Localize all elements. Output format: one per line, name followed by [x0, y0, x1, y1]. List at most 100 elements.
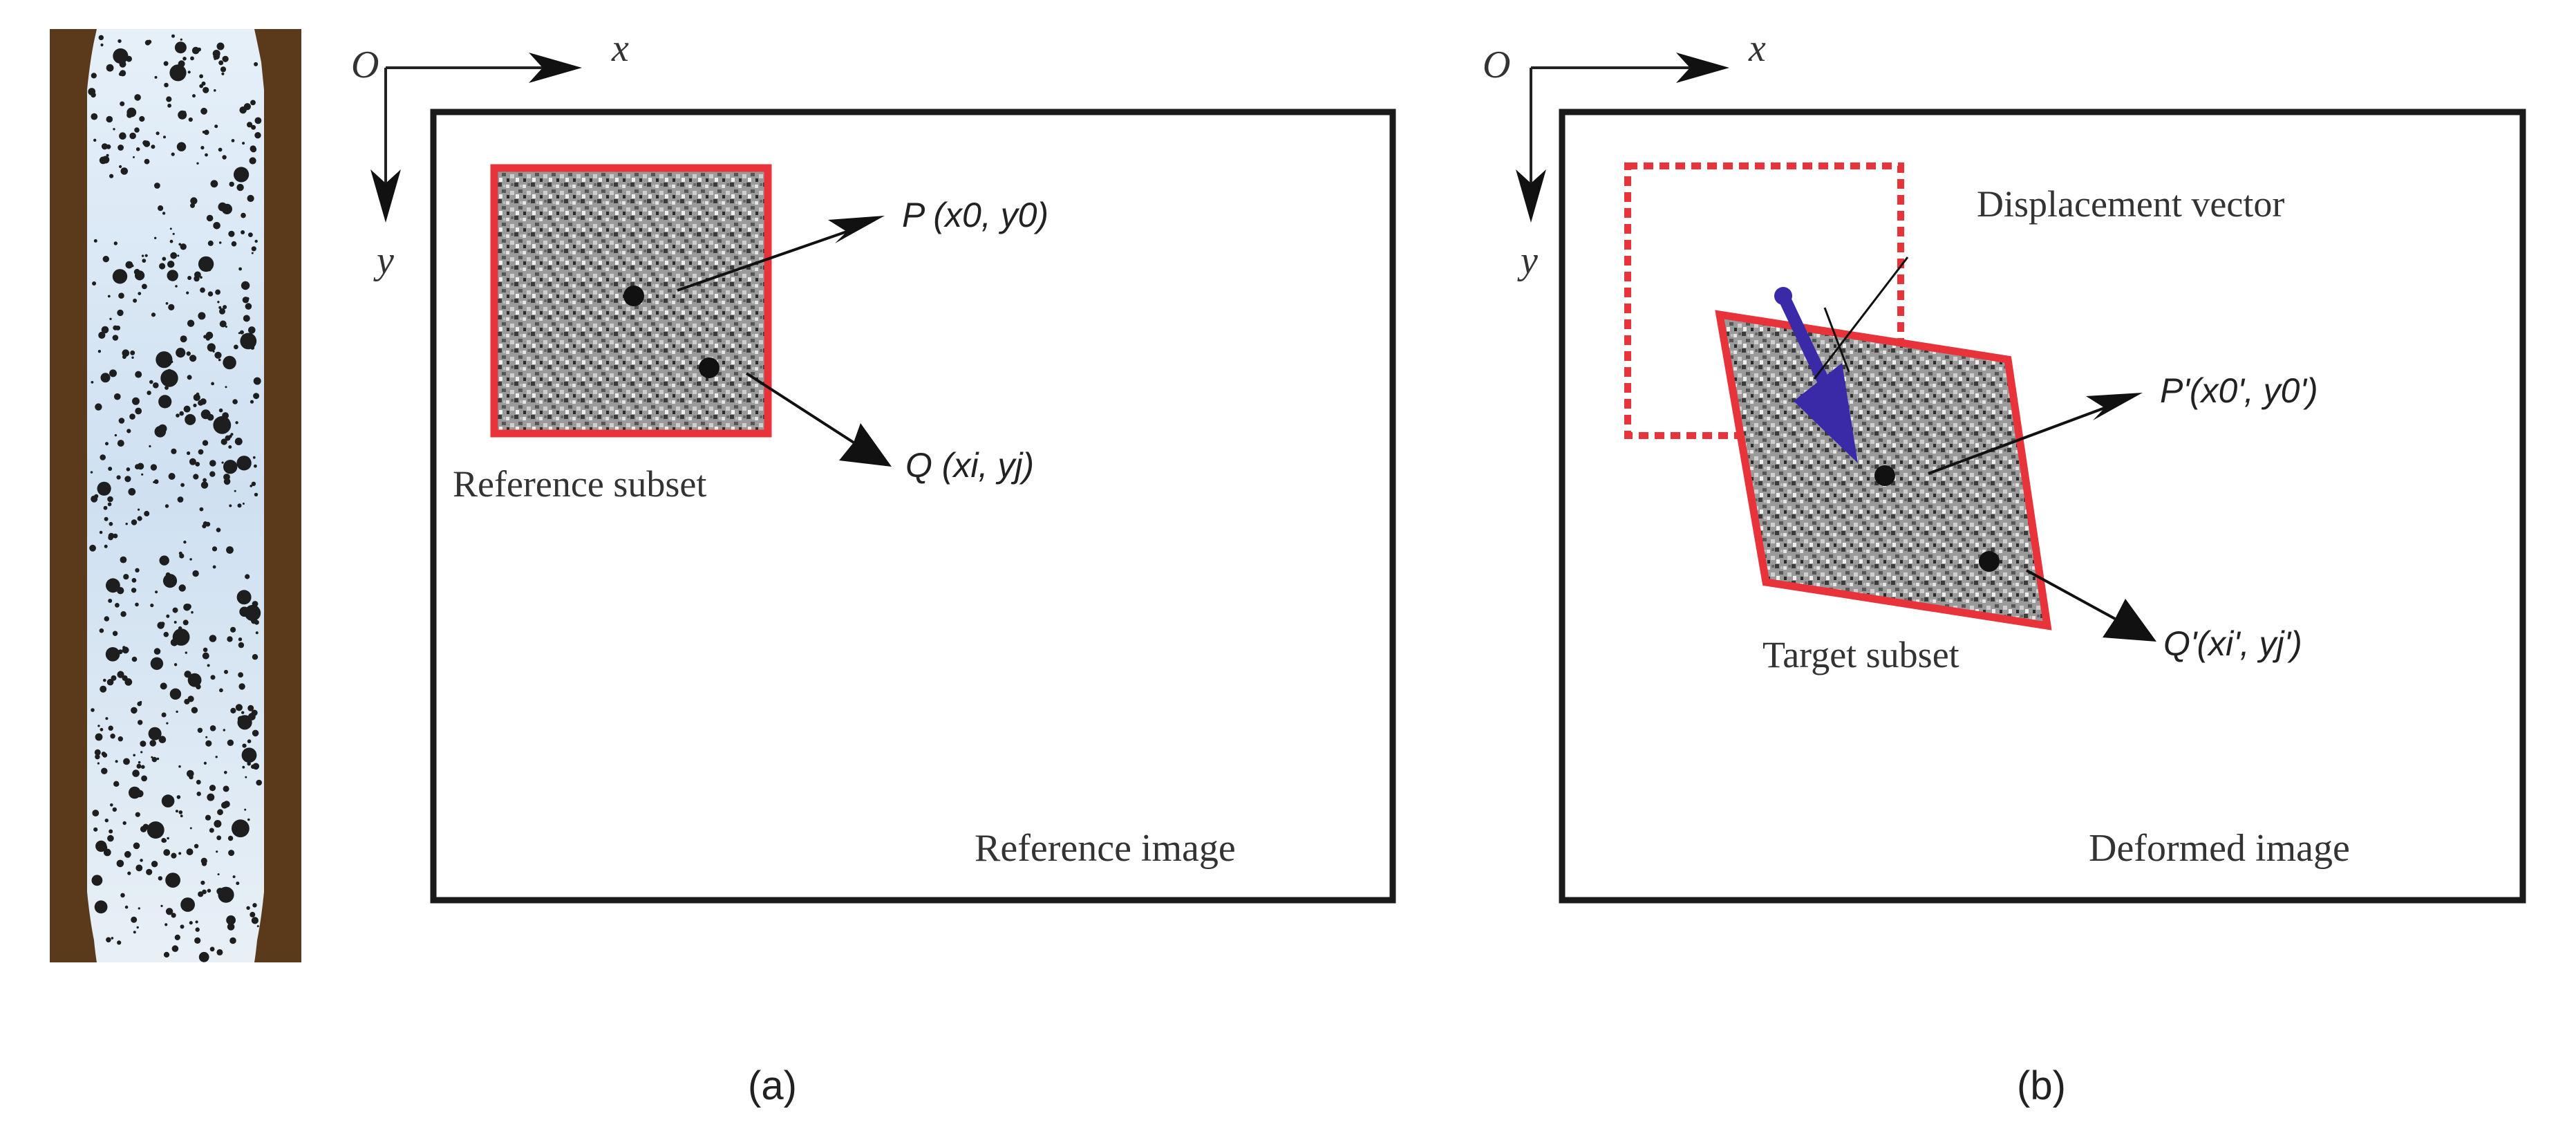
speckle-dot: [137, 516, 142, 521]
speckle-dot: [219, 688, 223, 693]
speckle-dot: [131, 264, 134, 268]
speckle-dot: [214, 57, 216, 60]
speckle-dot: [191, 46, 200, 55]
speckle-dot: [138, 292, 142, 295]
speckle-dot: [161, 712, 167, 718]
speckle-dot: [104, 819, 109, 823]
speckle-dot: [222, 55, 229, 62]
q-prime-leader-line: [2026, 569, 2116, 620]
q-leader-arrowhead: [839, 423, 892, 467]
speckle-dot: [108, 599, 113, 603]
speckle-dot: [135, 272, 142, 279]
panel-a-caption: (a): [748, 1063, 797, 1108]
speckle-dot: [106, 115, 113, 123]
speckle-dot: [103, 678, 106, 682]
speckle-dot: [122, 646, 129, 654]
speckle-dot: [254, 619, 259, 625]
speckle-dot: [195, 462, 200, 467]
speckle-dot: [180, 335, 187, 343]
speckle-dot: [187, 71, 191, 74]
q-leader-line: [745, 372, 855, 444]
y-axis-label: y: [1517, 239, 1538, 282]
speckle-dot: [218, 358, 221, 362]
speckle-dot: [109, 369, 117, 377]
speckle-dot: [189, 558, 192, 561]
speckle-dot: [217, 809, 223, 816]
speckle-dot: [243, 103, 251, 111]
speckle-dot: [109, 521, 113, 526]
speckle-dot: [198, 951, 209, 962]
speckle-dot: [95, 754, 100, 760]
speckle-dot: [165, 908, 173, 915]
speckle-dot: [168, 304, 175, 310]
speckle-dot: [124, 678, 133, 686]
speckle-dot: [140, 740, 147, 747]
speckle-dot: [131, 356, 134, 359]
speckle-dot: [97, 762, 100, 765]
speckle-dot: [247, 761, 252, 766]
speckle-dot: [214, 820, 222, 828]
speckle-dot: [203, 647, 208, 653]
speckle-dot: [93, 138, 97, 142]
speckle-dot: [202, 652, 209, 660]
speckle-dot: [223, 460, 238, 474]
speckle-dot: [117, 671, 124, 678]
speckle-dot: [173, 663, 178, 666]
displacement-vector-tail: [1774, 287, 1792, 305]
speckle-dot: [209, 946, 215, 952]
speckle-dot: [192, 570, 199, 577]
specimen-photo: [50, 29, 301, 962]
speckle-dot: [129, 786, 141, 799]
speckle-dot: [166, 614, 170, 618]
speckle-dot: [171, 945, 179, 952]
speckle-dot: [218, 306, 222, 309]
speckle-dot: [190, 197, 198, 205]
speckle-dot: [254, 132, 261, 139]
speckle-dot: [177, 254, 180, 257]
speckle-dot: [195, 927, 200, 932]
target-subset-label: Target subset: [1762, 634, 1959, 675]
speckle-dot: [196, 392, 200, 396]
speckle-dot: [106, 64, 114, 72]
speckle-dot: [242, 503, 245, 505]
speckle-dot: [200, 276, 203, 279]
speckle-dot: [124, 850, 131, 858]
speckle-dot: [162, 574, 178, 588]
speckle-dot: [242, 297, 250, 304]
speckle-dot: [250, 400, 254, 404]
speckle-dot: [161, 838, 167, 843]
speckle-dot: [241, 334, 247, 339]
speckle-dot: [106, 153, 109, 157]
speckle-dot: [251, 246, 256, 252]
speckle-dot: [159, 555, 169, 566]
speckle-dot: [171, 695, 176, 699]
speckle-dot: [141, 473, 144, 476]
speckle-dot: [176, 710, 178, 713]
speckle-dot: [111, 649, 118, 657]
speckle-dot: [205, 153, 208, 157]
speckle-dot: [144, 39, 151, 46]
speckle-dot: [169, 239, 173, 243]
speckle-dot: [214, 89, 216, 92]
speckle-dot: [146, 868, 153, 875]
speckle-dot: [112, 631, 118, 636]
speckle-dot: [154, 236, 157, 239]
speckle-dot: [187, 375, 192, 380]
speckle-dot: [154, 75, 158, 79]
speckle-dot: [178, 243, 182, 246]
speckle-dot: [221, 461, 224, 464]
speckle-dot: [207, 343, 216, 352]
speckle-dot: [242, 765, 245, 769]
x-axis-arrowhead: [1676, 53, 1729, 83]
speckle-dot: [237, 503, 242, 508]
speckle-dot: [138, 761, 141, 764]
speckle-dot: [223, 729, 225, 731]
speckle-dot: [247, 818, 250, 821]
speckle-dot: [245, 776, 247, 778]
speckle-dot: [124, 476, 131, 483]
speckle-dot: [198, 891, 204, 897]
speckle-dot: [100, 727, 104, 731]
speckle-dot: [120, 611, 126, 617]
speckle-dot: [128, 487, 136, 496]
speckle-dot: [156, 131, 160, 136]
